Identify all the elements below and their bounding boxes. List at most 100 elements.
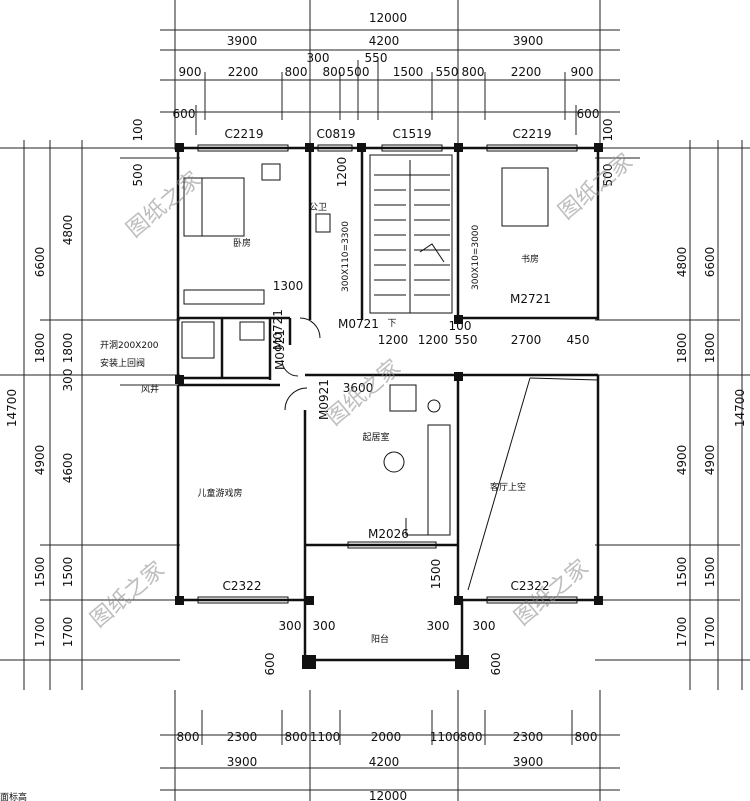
dim-bot-r2-4: 2000 bbox=[371, 730, 402, 744]
window-label-c0819: C0819 bbox=[317, 127, 356, 141]
dim-int-2700: 2700 bbox=[511, 333, 542, 347]
dim-right-inner-6: 1700 bbox=[675, 617, 689, 648]
room-label-shaft: 风井 bbox=[141, 383, 159, 395]
dim-right-inner-4: 4900 bbox=[675, 445, 689, 476]
dim-left-inner-3: 1800 bbox=[61, 333, 75, 364]
dim-right-outer-0: 6600 bbox=[703, 247, 717, 278]
note-vent-1: 开洞200X200 bbox=[100, 340, 159, 351]
dim-top-r2-9: 800 bbox=[462, 65, 485, 79]
window-glazing bbox=[197, 144, 578, 604]
note-stair-rise: 300X110=3300 bbox=[341, 221, 351, 292]
dim-left-outer-4: 1700 bbox=[33, 617, 47, 648]
dim-bot-r1-c: 3900 bbox=[513, 755, 544, 769]
room-label-balcony: 阳台 bbox=[371, 633, 389, 645]
window-labels: C2219 C0819 C1519 C2219 C2322 C2322 bbox=[223, 127, 552, 593]
shower bbox=[181, 321, 215, 359]
dim-right-inner-3: 1800 bbox=[675, 333, 689, 364]
dim-int-1500: 1500 bbox=[429, 559, 443, 590]
room-label-study: 书房 bbox=[521, 253, 539, 265]
dim-top-total: 12000 bbox=[369, 11, 407, 25]
dim-int-bath-h: 1200 bbox=[335, 157, 349, 188]
note-vent-2: 安装上回阀 bbox=[100, 357, 145, 369]
side-lamp bbox=[427, 399, 441, 413]
dim-left-outer-1: 1800 bbox=[33, 333, 47, 364]
dim-top-r1-c: 3900 bbox=[513, 34, 544, 48]
window-label-c2219-left: C2219 bbox=[225, 127, 264, 141]
dim-bot-r2-0: 800 bbox=[177, 730, 200, 744]
note-stair-run: 300X10=3000 bbox=[471, 224, 481, 290]
dim-bot-r2-3: 1100 bbox=[310, 730, 341, 744]
nightstand bbox=[261, 163, 281, 181]
window-label-c2322-left: C2322 bbox=[223, 579, 262, 593]
dim-top-r2-2: 800 bbox=[285, 65, 308, 79]
dim-int-1200b: 1200 bbox=[418, 333, 449, 347]
dim-left-total: 14700 bbox=[5, 389, 19, 427]
dim-top-r3-0: 600 bbox=[173, 107, 196, 121]
door-label-m0721-bath: M0721 bbox=[271, 309, 285, 350]
left-dimension-lines bbox=[0, 140, 180, 690]
door-label-m0921-corridor: M0921 bbox=[273, 329, 287, 370]
dim-int-300a: 300 bbox=[279, 619, 302, 633]
dim-top-r3-1: 600 bbox=[577, 107, 600, 121]
door-swings bbox=[281, 317, 321, 411]
dim-top-r2-11: 900 bbox=[571, 65, 594, 79]
right-dimension-texts: 14700 6600 1800 4900 1500 1700 100 500 4… bbox=[601, 119, 747, 648]
note-bottom: 面标高 bbox=[0, 791, 27, 801]
room-labels: 卧房 书房 公卫 起居室 儿童游戏房 客厅上空 阳台 风井 下 bbox=[141, 202, 539, 645]
dim-top-r2-0: 900 bbox=[179, 65, 202, 79]
door-label-m2026: M2026 bbox=[368, 527, 409, 541]
dim-bot-r2-1: 2300 bbox=[227, 730, 258, 744]
dim-left-inner-1: 500 bbox=[131, 164, 145, 187]
top-dimension-texts: 12000 3900 4200 3900 900 2200 800 300 80… bbox=[173, 11, 600, 121]
columns bbox=[175, 143, 603, 669]
dim-left-inner-4: 300 bbox=[61, 369, 75, 392]
dim-int-600b: 600 bbox=[489, 653, 503, 676]
dim-int-550: 550 bbox=[455, 333, 478, 347]
dim-int-1200a: 1200 bbox=[378, 333, 409, 347]
basin bbox=[239, 321, 265, 341]
furniture bbox=[181, 163, 599, 591]
dim-bot-r2-2: 800 bbox=[285, 730, 308, 744]
top-dimension-lines bbox=[160, 0, 620, 150]
dim-right-outer-2: 4900 bbox=[703, 445, 717, 476]
interior-dimension-texts: 1200 1300 1200 1200 550 2700 450 100 360… bbox=[263, 157, 589, 676]
dim-left-outer-0: 6600 bbox=[33, 247, 47, 278]
dim-top-r2-3: 300 bbox=[307, 51, 330, 65]
dim-int-100: 100 bbox=[449, 319, 472, 333]
left-dimension-texts: 14700 6600 1800 4900 1500 1700 100 500 4… bbox=[5, 119, 145, 648]
dim-bot-r1-a: 3900 bbox=[227, 755, 258, 769]
dim-left-outer-3: 1500 bbox=[33, 557, 47, 588]
walls bbox=[176, 146, 600, 662]
dim-bot-r2-5: 1100 bbox=[430, 730, 461, 744]
dim-top-r1-b: 4200 bbox=[369, 34, 400, 48]
bottom-dimension-lines bbox=[160, 690, 620, 801]
dim-top-r2-10: 2200 bbox=[511, 65, 542, 79]
window-label-c1519: C1519 bbox=[393, 127, 432, 141]
dim-right-outer-3: 1500 bbox=[703, 557, 717, 588]
sofa-corner bbox=[405, 510, 429, 536]
dim-int-300c: 300 bbox=[427, 619, 450, 633]
dim-top-r2-7: 1500 bbox=[393, 65, 424, 79]
room-label-kids: 儿童游戏房 bbox=[197, 487, 242, 499]
window-label-c2322-right: C2322 bbox=[511, 579, 550, 593]
door-label-m0921-living: M0921 bbox=[317, 379, 331, 420]
door-labels: M2721 M0721 M0921 M0721 M2026 M0921 bbox=[271, 292, 551, 541]
watermark-4: 图纸之家 bbox=[86, 557, 169, 633]
dim-int-3600: 3600 bbox=[343, 381, 374, 395]
dim-left-inner-7: 1700 bbox=[61, 617, 75, 648]
wardrobe bbox=[183, 289, 265, 305]
bottom-dimension-texts: 800 2300 800 1100 2000 1100 800 2300 800… bbox=[177, 730, 598, 801]
dim-int-300b: 300 bbox=[313, 619, 336, 633]
dim-right-inner-1: 500 bbox=[601, 164, 615, 187]
armchair bbox=[389, 384, 417, 412]
dim-int-450: 450 bbox=[567, 333, 590, 347]
dim-top-r2-1: 2200 bbox=[228, 65, 259, 79]
annotations: 开洞200X200 安装上回阀 300X110=3300 300X10=3000… bbox=[0, 221, 481, 801]
dim-bot-r1-b: 4200 bbox=[369, 755, 400, 769]
dim-top-r2-8: 550 bbox=[436, 65, 459, 79]
room-label-bath: 公卫 bbox=[309, 202, 327, 213]
dim-right-inner-5: 1500 bbox=[675, 557, 689, 588]
stair-down-label: 下 bbox=[387, 319, 396, 329]
dim-bot-total: 12000 bbox=[369, 789, 407, 801]
dim-right-outer-1: 1800 bbox=[703, 333, 717, 364]
